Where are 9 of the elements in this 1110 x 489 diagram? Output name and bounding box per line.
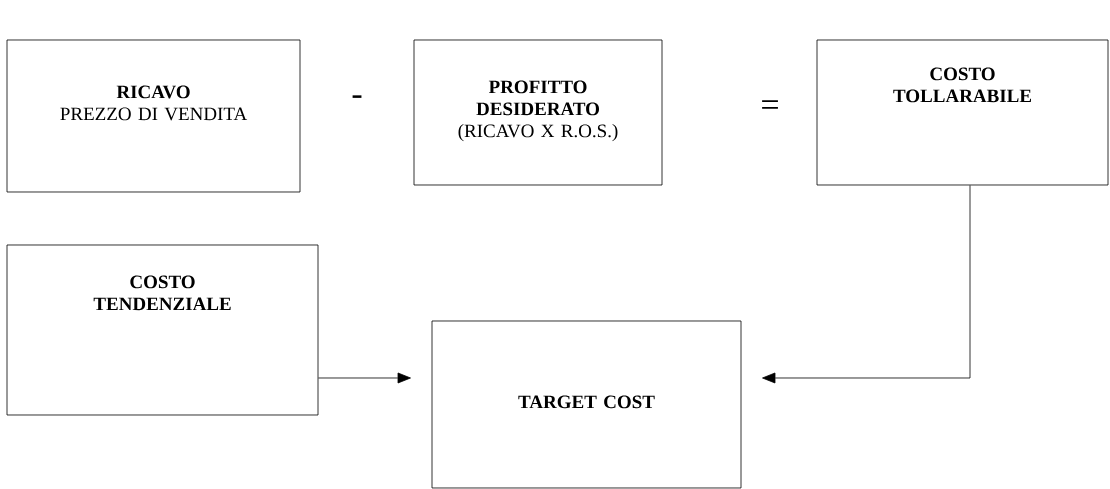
process-box: TARGET COST [431,320,742,489]
operator-sign: = [762,100,778,109]
process-box: COSTO TENDENZIALE [6,244,319,416]
process-box: PROFITTO DESIDERATO (RICAVO X R.O.S.) [413,39,663,186]
arrow [318,372,411,384]
arrow [762,185,971,384]
operator-sign: - [352,95,362,98]
process-box: RICAVO PREZZO DI VENDITA [6,39,301,193]
process-box: COSTO TOLLARABILE [816,39,1109,186]
